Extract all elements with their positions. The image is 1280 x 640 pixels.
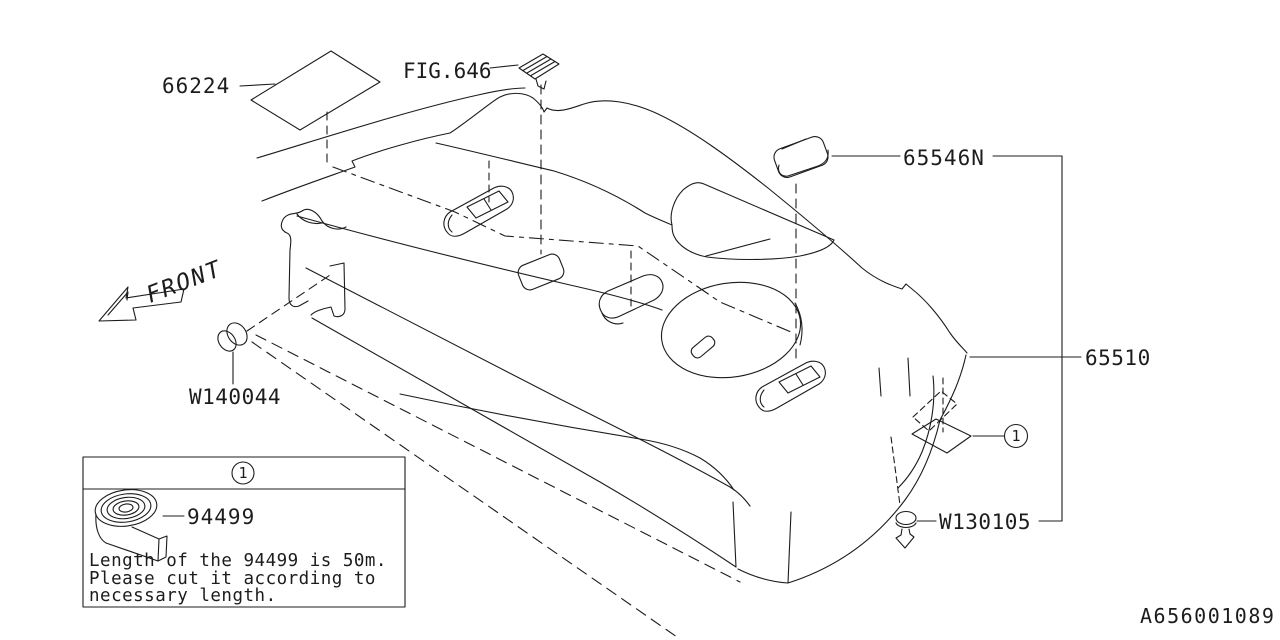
defroster-opening <box>670 182 835 261</box>
legend-callout-circle <box>231 461 255 485</box>
label-65510: 65510 <box>1085 346 1151 370</box>
legend-callout-label: 1 <box>238 464 247 482</box>
fastener-hole-center <box>517 253 565 291</box>
silencer-sheet-66224 <box>239 50 381 164</box>
cover-65546n <box>773 135 901 365</box>
label-w140044: W140044 <box>189 385 281 409</box>
projection-line-66224 <box>332 166 792 333</box>
legend-note-line2: Please cut it according to <box>89 569 376 589</box>
label-w130105: W130105 <box>939 510 1031 534</box>
leader-fig646 <box>489 64 519 69</box>
bracket-lines <box>916 155 1082 522</box>
label-94499: 94499 <box>187 505 255 529</box>
label-fig646: FIG.646 <box>403 59 492 83</box>
anchor-slot-right <box>755 360 826 412</box>
legend-note-line3: necessary length. <box>89 586 277 606</box>
front-arrow-icon <box>98 286 185 322</box>
clip-w140044 <box>217 272 741 638</box>
callout-1-circle <box>1003 423 1029 449</box>
legend-note-line1: Length of the 94499 is 50m. <box>89 551 387 571</box>
leader-66224 <box>239 83 276 87</box>
clip-w130105 <box>890 436 917 549</box>
label-65546n: 65546N <box>903 146 985 170</box>
tape-pad-location <box>911 377 1029 454</box>
anchor-slot-left <box>443 185 514 237</box>
label-66224: 66224 <box>162 74 230 98</box>
fig646-grille-icon <box>489 53 560 255</box>
shelf-panel-65510 <box>256 87 968 584</box>
speaker-opening <box>660 281 803 379</box>
tape-roll-icon <box>94 489 168 562</box>
diagram-id: A656001089 <box>1140 604 1275 628</box>
legend-box <box>82 456 406 608</box>
slot-middle <box>598 274 664 325</box>
callout-1-label: 1 <box>1011 427 1020 445</box>
